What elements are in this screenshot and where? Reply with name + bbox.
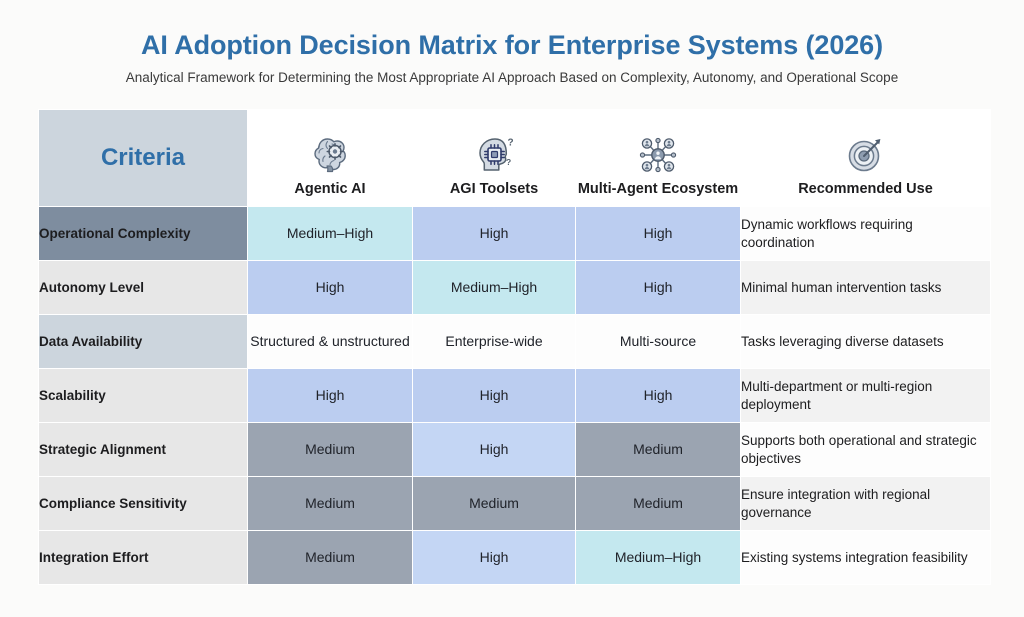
recommended-use-cell: Supports both operational and strategic … (741, 423, 990, 476)
matrix-cell: High (248, 369, 412, 422)
row-header-criteria: Integration Effort (39, 531, 247, 584)
table-header-row: Criteria (39, 110, 990, 206)
column-header-multi-agent-ecosystem: Multi-Agent Ecosystem (576, 110, 740, 206)
row-header-criteria: Compliance Sensitivity (39, 477, 247, 530)
matrix-cell: Medium–High (413, 261, 575, 314)
page-title: AI Adoption Decision Matrix for Enterpri… (141, 30, 883, 60)
matrix-cell: High (413, 531, 575, 584)
recommended-use-cell: Dynamic workflows requiring coordination (741, 207, 990, 260)
matrix-cell: Medium–High (248, 207, 412, 260)
matrix-cell: Structured & unstructured (248, 315, 412, 368)
row-header-criteria: Autonomy Level (39, 261, 247, 314)
matrix-cell: High (413, 369, 575, 422)
network-agents-icon (637, 133, 679, 177)
matrix-cell: Medium–High (576, 531, 740, 584)
matrix-cell: High (576, 369, 740, 422)
svg-text:?: ? (508, 137, 514, 148)
svg-text:?: ? (506, 157, 511, 167)
column-header-agi-toolsets: ? ? AGI Toolsets (413, 110, 575, 206)
row-header-criteria: Scalability (39, 369, 247, 422)
recommended-use-cell: Tasks leveraging diverse datasets (741, 315, 990, 368)
matrix-cell: Medium (576, 477, 740, 530)
title-block: AI Adoption Decision Matrix for Enterpri… (0, 0, 1024, 86)
head-chip-icon: ? ? (472, 133, 516, 177)
column-header-label: Agentic AI (294, 180, 366, 197)
column-header-label: Recommended Use (798, 180, 933, 197)
recommended-use-cell: Minimal human intervention tasks (741, 261, 990, 314)
matrix-cell: Medium (248, 531, 412, 584)
row-header-criteria: Strategic Alignment (39, 423, 247, 476)
matrix-cell: High (248, 261, 412, 314)
column-header-label: Multi-Agent Ecosystem (577, 180, 739, 197)
column-header-agentic-ai: Agentic AI (248, 110, 412, 206)
matrix-cell: Medium (248, 423, 412, 476)
column-header-label: AGI Toolsets (449, 180, 539, 197)
brain-gear-icon (309, 133, 351, 177)
column-header-recommended-use: Recommended Use (741, 110, 990, 206)
row-header-criteria: Operational Complexity (39, 207, 247, 260)
decision-matrix-table: Criteria (38, 109, 991, 585)
matrix-cell: Medium (576, 423, 740, 476)
matrix-cell: Enterprise-wide (413, 315, 575, 368)
target-arrow-icon (845, 133, 887, 177)
matrix-cell: High (413, 423, 575, 476)
row-header-criteria: Data Availability (39, 315, 247, 368)
matrix-cell: High (576, 207, 740, 260)
page-subtitle: Analytical Framework for Determining the… (125, 70, 899, 86)
recommended-use-cell: Ensure integration with regional governa… (741, 477, 990, 530)
matrix-cell: High (576, 261, 740, 314)
matrix-cell: Multi-source (576, 315, 740, 368)
decision-matrix-container: Criteria (38, 109, 991, 585)
matrix-cell: Medium (248, 477, 412, 530)
matrix-cell: Medium (413, 477, 575, 530)
recommended-use-cell: Multi-department or multi-region deploym… (741, 369, 990, 422)
matrix-cell: High (413, 207, 575, 260)
recommended-use-cell: Existing systems integration feasibility (741, 531, 990, 584)
column-header-criteria: Criteria (39, 110, 247, 206)
